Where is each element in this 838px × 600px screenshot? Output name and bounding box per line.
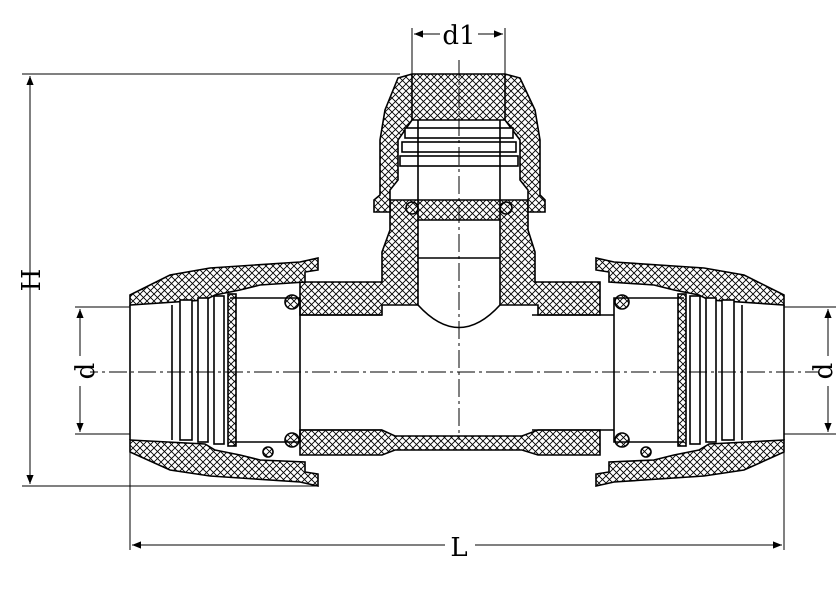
dimension-d-left-label: d	[71, 363, 101, 380]
dimension-d1: d1	[411, 18, 506, 74]
dimension-h: H	[17, 73, 400, 487]
dimension-h-label: H	[17, 269, 47, 292]
dimension-d1-label: d1	[442, 21, 475, 51]
left-connector	[129, 257, 382, 487]
dimension-d-left: d	[71, 306, 130, 435]
right-connector	[532, 257, 785, 487]
tee-body	[299, 199, 601, 456]
dimension-d-right: d	[784, 306, 838, 435]
dimension-l-label: L	[450, 533, 467, 563]
dimension-d-right-label: d	[809, 363, 838, 380]
dimension-l: L	[129, 452, 785, 563]
